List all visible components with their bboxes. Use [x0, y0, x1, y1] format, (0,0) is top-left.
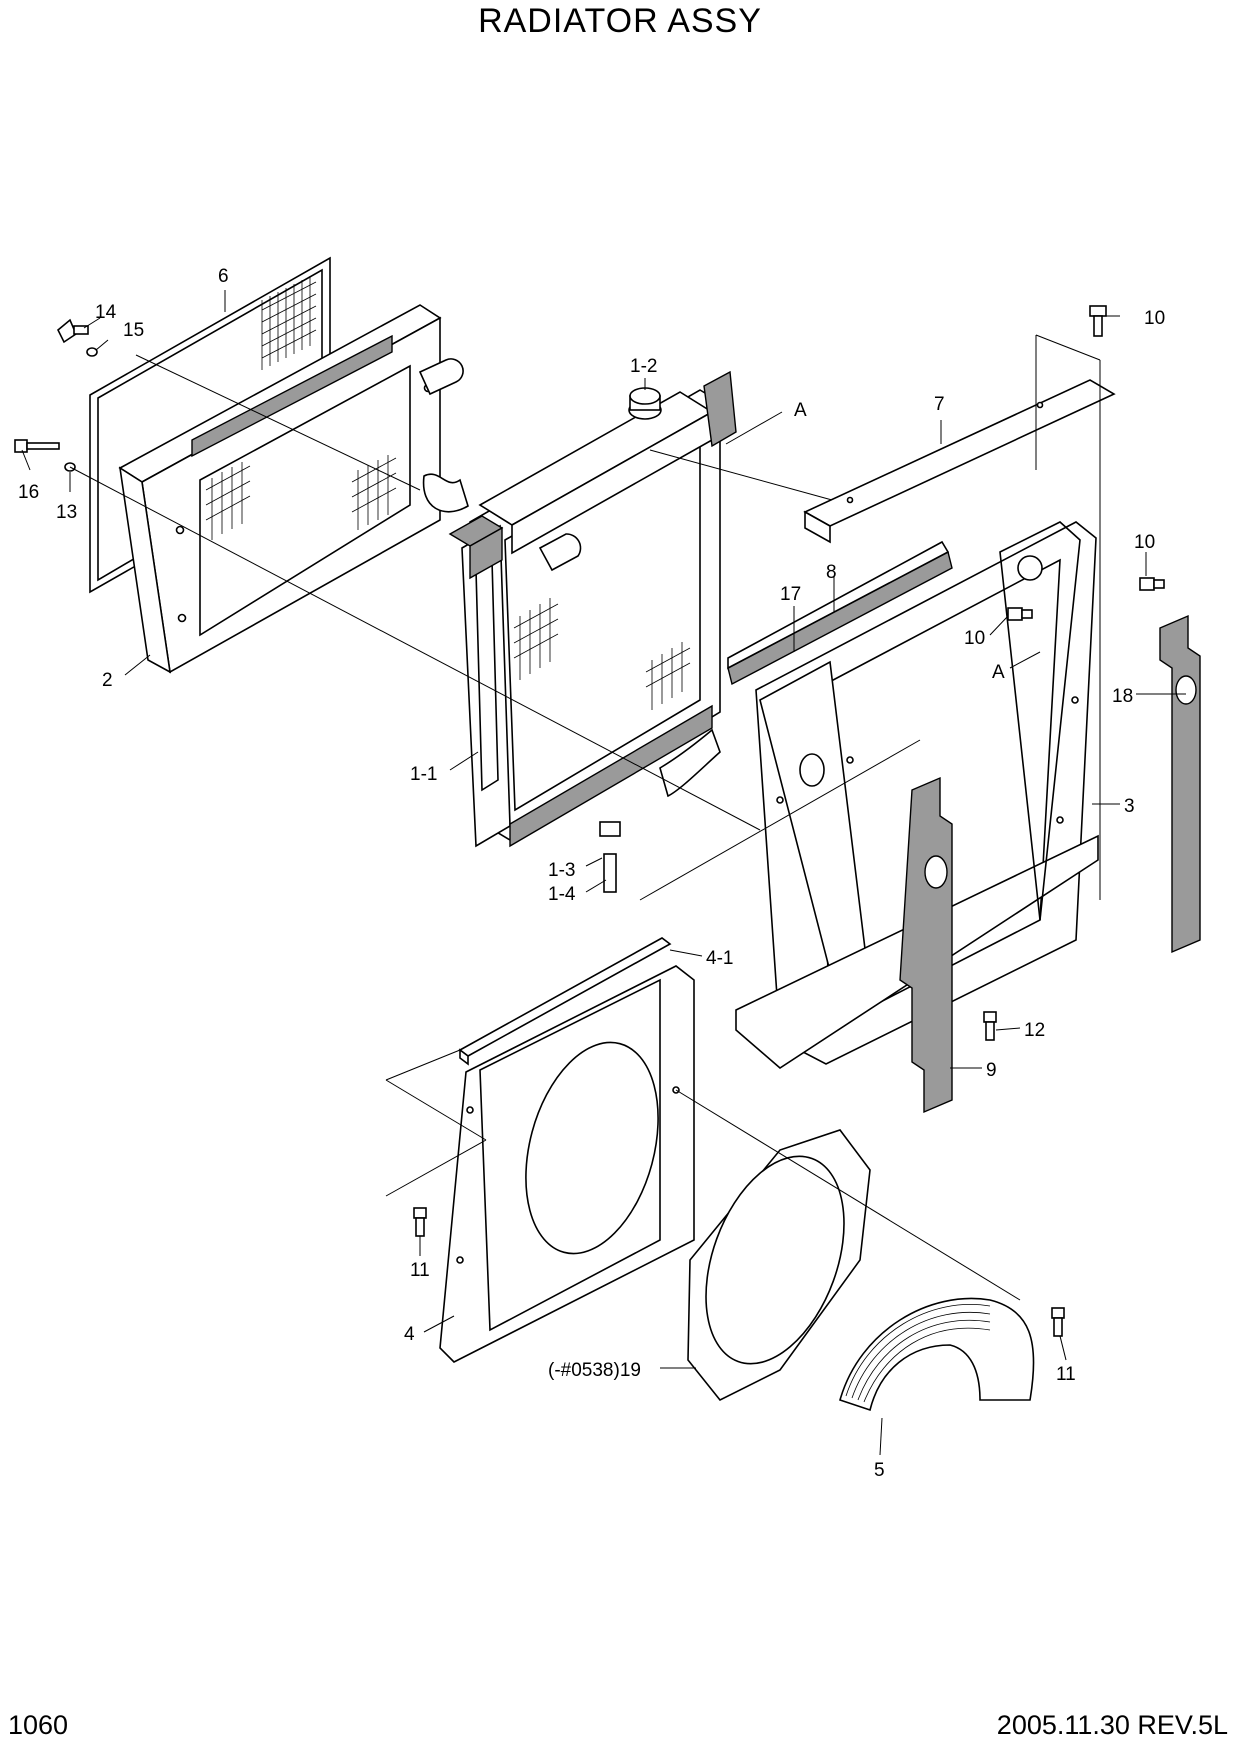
part-7-top-plate[interactable]: [803, 379, 1116, 544]
callout-13: 13: [56, 502, 77, 523]
callout-10-right: 10: [1134, 532, 1155, 553]
part-2-shroud-frame[interactable]: [118, 304, 469, 674]
callout-18: 18: [1112, 686, 1133, 707]
hardware-10-bolt-mid[interactable]: [1007, 607, 1033, 621]
part-19-fan-ring[interactable]: [680, 1129, 871, 1402]
callout-2: 2: [102, 670, 113, 691]
callout-17: 17: [780, 584, 801, 605]
callout-14: 14: [95, 302, 117, 323]
hardware-15-washer[interactable]: [86, 347, 98, 357]
part-1-1-radiator[interactable]: [448, 370, 737, 893]
callout-15: 15: [123, 320, 144, 341]
page-title: RADIATOR ASSY: [478, 2, 762, 40]
revision-info: 2005.11.30 REV.5L: [996, 1710, 1228, 1740]
page-number: 1060: [8, 1710, 69, 1740]
callout-12: 12: [1024, 1020, 1045, 1041]
part-18-bracket[interactable]: [1159, 614, 1201, 954]
callout-9: 9: [986, 1060, 997, 1081]
hardware-12-bolt[interactable]: [983, 1011, 997, 1041]
hardware-10-bolt-top[interactable]: [1089, 305, 1107, 337]
hardware-14-wing-bolt[interactable]: [57, 318, 89, 344]
hardware-10-bolt-right[interactable]: [1139, 577, 1165, 591]
part-4-1-strip[interactable]: [458, 937, 672, 1066]
callout-1-3: 1-3: [548, 860, 575, 881]
callout-A-upper: A: [794, 400, 807, 421]
hardware-11-bolt-left[interactable]: [413, 1207, 427, 1237]
callout-11-left: 11: [410, 1260, 430, 1281]
callout-4-1: 4-1: [706, 948, 733, 969]
callout-1-1: 1-1: [410, 764, 437, 785]
callout-10-mid: 10: [964, 628, 985, 649]
hardware-16-bolt[interactable]: [14, 439, 60, 453]
part-4-fan-shroud[interactable]: [439, 965, 695, 1363]
part-8-seal[interactable]: [727, 540, 953, 686]
callout-7: 7: [934, 394, 945, 415]
part-5-fan-guard[interactable]: [839, 1297, 1035, 1412]
callout-1-2: 1-2: [630, 356, 657, 377]
callout-5: 5: [874, 1460, 885, 1481]
callout-19: (-#0538)19: [548, 1360, 641, 1381]
callout-4: 4: [404, 1324, 415, 1345]
callout-A-lower: A: [992, 662, 1005, 683]
callout-6: 6: [218, 266, 229, 287]
callout-8: 8: [826, 562, 837, 583]
callout-3: 3: [1124, 796, 1135, 817]
callout-1-4: 1-4: [548, 884, 576, 905]
leader-lines: [21, 290, 1186, 1456]
callout-16: 16: [18, 482, 39, 503]
part-9-bracket[interactable]: [899, 776, 953, 1114]
callout-labels: 6 14 15 16 13 2 1-2 A 1-1 1-3 1-4 10 7 1…: [18, 266, 1165, 1481]
callout-11-right: 11: [1056, 1364, 1076, 1385]
hardware-11-bolt-right[interactable]: [1051, 1307, 1065, 1337]
callout-10-top: 10: [1144, 308, 1165, 329]
